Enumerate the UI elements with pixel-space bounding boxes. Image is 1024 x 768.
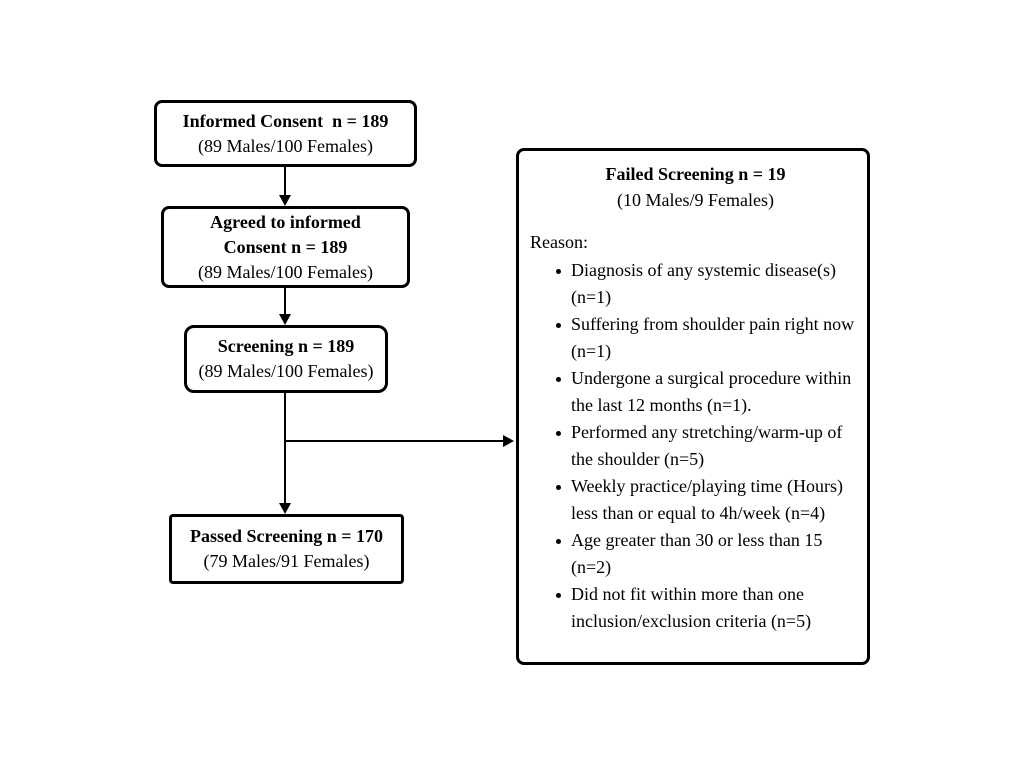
box-failed-screening-subtitle: (10 Males/9 Females) — [617, 190, 774, 210]
box-informed-consent: Informed Consent n = 189 (89 Males/100 F… — [154, 100, 417, 167]
box-informed-consent-subtitle: (89 Males/100 Females) — [198, 135, 373, 156]
reason-item: Age greater than 30 or less than 15 (n=2… — [556, 527, 861, 581]
arrow-right-head-icon — [503, 435, 514, 447]
box-passed-screening-subtitle: (79 Males/91 Females) — [203, 551, 370, 571]
box-screening: Screening n = 189 (89 Males/100 Females) — [184, 325, 388, 393]
connector-screening-to-passed — [284, 393, 286, 504]
box-failed-screening: Failed Screening n = 19 (10 Males/9 Fema… — [516, 148, 870, 665]
box-failed-screening-title: Failed Screening n = 19 — [605, 164, 786, 184]
arrow-down-head-icon — [279, 195, 291, 206]
connector-agreed-to-screening — [284, 288, 286, 316]
connector-screening-to-failed — [285, 440, 504, 442]
arrow-down-head-icon — [279, 503, 291, 514]
reason-item: Weekly practice/playing time (Hours) les… — [556, 473, 861, 527]
reason-item: Suffering from shoulder pain right now (… — [556, 311, 861, 365]
reason-item: Undergone a surgical procedure within th… — [556, 365, 861, 419]
box-screening-subtitle: (89 Males/100 Females) — [198, 361, 374, 381]
box-agreed-consent-subtitle: (89 Males/100 Females) — [198, 261, 373, 282]
connector-informed-to-agreed — [284, 167, 286, 197]
reason-item: Did not fit within more than one inclusi… — [556, 581, 861, 635]
arrow-down-head-icon — [279, 314, 291, 325]
box-screening-title: Screening n = 189 — [217, 336, 355, 356]
box-agreed-consent: Agreed to informed Consent n = 189 (89 M… — [161, 206, 410, 288]
failed-screening-reason-list: Diagnosis of any systemic disease(s) (n=… — [530, 257, 861, 635]
box-agreed-consent-title-line1: Agreed to informed — [210, 211, 361, 232]
reason-item: Diagnosis of any systemic disease(s) (n=… — [556, 257, 861, 311]
box-agreed-consent-title-line2: Consent n = 189 — [223, 236, 348, 257]
reason-item: Performed any stretching/warm-up of the … — [556, 419, 861, 473]
box-passed-screening: Passed Screening n = 170 (79 Males/91 Fe… — [169, 514, 404, 584]
box-informed-consent-title: Informed Consent n = 189 — [182, 110, 389, 131]
box-passed-screening-title: Passed Screening n = 170 — [190, 526, 383, 546]
failed-screening-reason-label: Reason: — [530, 232, 588, 252]
